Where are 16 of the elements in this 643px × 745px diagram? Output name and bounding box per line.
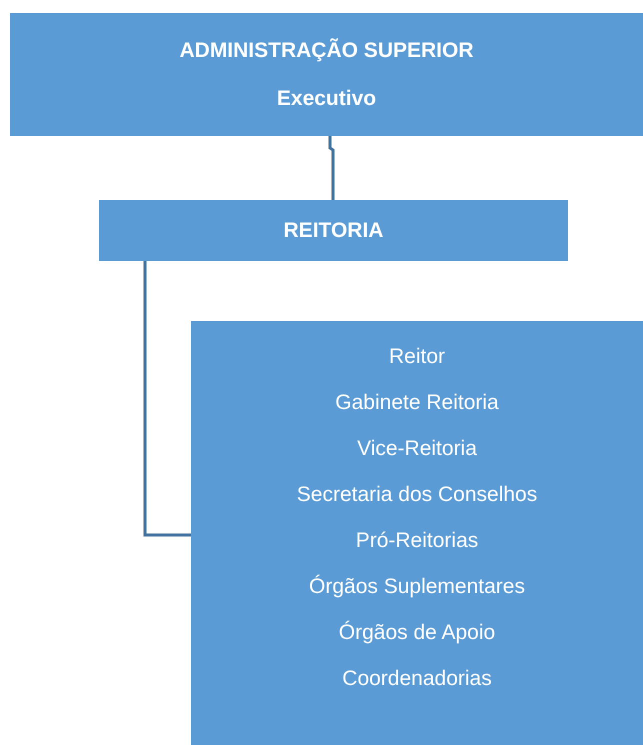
box-title: REITORIA bbox=[284, 218, 384, 244]
unit-name: Coordenadorias bbox=[342, 666, 492, 692]
org-box bbox=[10, 13, 643, 136]
unit-name: Secretaria dos Conselhos bbox=[296, 482, 538, 508]
org-box bbox=[99, 200, 568, 261]
connector-line bbox=[144, 261, 191, 536]
unit-name: Reitor bbox=[388, 344, 446, 370]
unit-name: Pró-Reitorias bbox=[356, 528, 478, 554]
box-title: ADMINISTRAÇÃO SUPERIOR bbox=[179, 37, 474, 64]
box-subtitle: Executivo bbox=[276, 86, 376, 112]
unit-name: Gabinete Reitoria bbox=[335, 390, 499, 416]
org-box bbox=[191, 321, 643, 745]
unit-name: Vice-Reitoria bbox=[357, 436, 477, 462]
unit-name: Órgãos Suplementares bbox=[309, 574, 525, 600]
connector-line bbox=[328, 136, 334, 200]
unit-name: Órgãos de Apoio bbox=[338, 620, 496, 646]
